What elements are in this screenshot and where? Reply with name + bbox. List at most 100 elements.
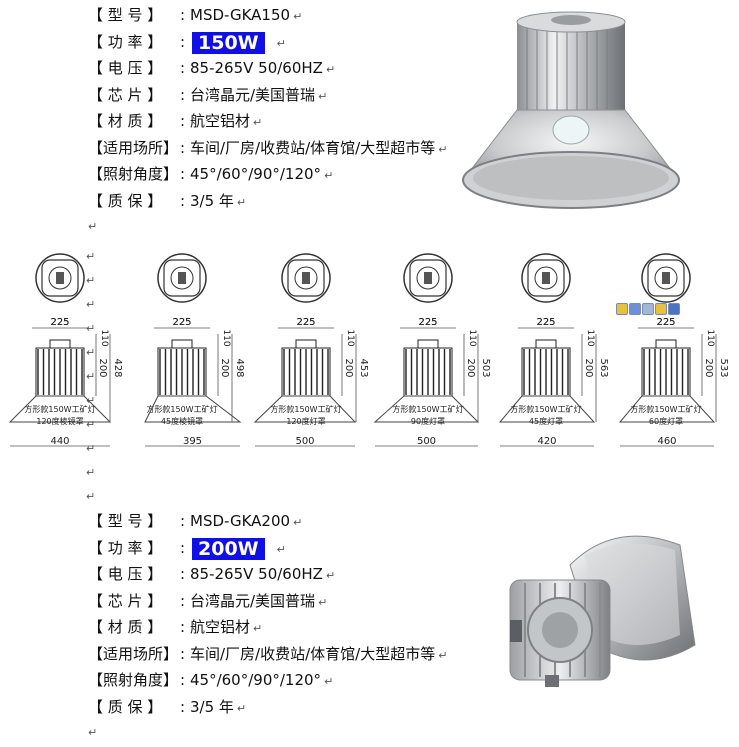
- spec-row: 【 芯 片 】:台湾晶元/美国普瑞↵: [88, 82, 447, 109]
- spec-value-application: 车间/厂房/收费站/体育馆/大型超市等: [190, 644, 436, 663]
- paragraph-mark: ↵: [324, 675, 334, 688]
- diagram-caption-sub: 60度灯罩: [649, 416, 683, 426]
- table-icon[interactable]: [642, 303, 654, 315]
- diagram-5: 225: [498, 253, 597, 423]
- save-icon[interactable]: [629, 303, 641, 315]
- spec-row: 【 芯 片 】:台湾晶元/美国普瑞↵: [88, 588, 447, 615]
- dim-inner-height: 200: [703, 358, 714, 377]
- paragraph-mark: ↵: [325, 569, 336, 582]
- paragraph-mark: ↵: [86, 250, 96, 263]
- diagram-caption-sub: 120度棱镜罩: [36, 416, 83, 426]
- dim-top-width: 225: [50, 317, 69, 328]
- spec-value-chip: 台湾晶元/美国普瑞: [190, 85, 316, 104]
- spec-label: 【 功 率 】: [88, 32, 163, 51]
- dim-body-height: 110: [585, 329, 595, 346]
- paragraph-mark: ↵: [86, 466, 96, 479]
- diagram-2: 225: [144, 253, 242, 423]
- spec-row: ↵: [88, 720, 447, 747]
- dim-total-height: 533: [718, 358, 729, 377]
- paragraph-mark: ↵: [236, 701, 247, 715]
- spec-label: 【 芯 片 】: [88, 591, 163, 610]
- paragraph-mark: ↵: [438, 142, 448, 156]
- spec-row: 【照射角度】:45°/60°/90°/120°↵: [88, 161, 447, 188]
- dim-total-height: 428: [112, 358, 123, 377]
- spec-label: 【照射角度】: [88, 165, 179, 183]
- spec-value-angle: 45°/60°/90°/120°: [190, 165, 322, 183]
- bookmark-icon[interactable]: [668, 303, 680, 315]
- spec-row: 【 电 压 】:85-265V 50/60HZ↵: [88, 55, 447, 82]
- dim-top-width: 225: [418, 317, 437, 328]
- paragraph-mark: ↵: [318, 89, 328, 103]
- link-icon[interactable]: [655, 303, 667, 315]
- spec-row: 【 电 压 】:85-265V 50/60HZ↵: [88, 561, 447, 588]
- paragraph-mark: ↵: [86, 394, 96, 407]
- spec-label: 【 芯 片 】: [88, 85, 163, 104]
- spec-row: 【 材 质 】:航空铝材↵: [88, 614, 447, 641]
- dim-bottom-width: 440: [50, 436, 69, 447]
- spec-value-warranty: 3/5 年: [190, 191, 234, 210]
- paragraph-mark: ↵: [276, 36, 286, 50]
- paragraph-mark: ↵: [236, 195, 247, 209]
- spec-label: 【照射角度】: [88, 671, 179, 689]
- spec-row: 【 功 率 】:150W↵: [88, 29, 447, 56]
- spec-value-application: 车间/厂房/收费站/体育馆/大型超市等: [190, 138, 436, 157]
- dim-total-height: 563: [598, 358, 609, 377]
- spec-value-voltage: 85-265V 50/60HZ: [190, 59, 323, 77]
- dim-top-width: 225: [296, 317, 315, 328]
- paragraph-mark: ↵: [318, 595, 328, 609]
- dim-top-width: 225: [656, 317, 675, 328]
- spec-label: 【 型 号 】: [88, 512, 163, 530]
- spec-value-model: MSD-GKA200: [190, 512, 291, 530]
- spec-value-angle: 45°/60°/90°/120°: [190, 671, 322, 689]
- spec-row: 【适用场所】:车间/厂房/收费站/体育馆/大型超市等↵: [88, 135, 447, 162]
- paragraph-mark: ↵: [86, 346, 96, 359]
- spec-label: 【 电 压 】: [88, 565, 163, 583]
- diagram-caption-sub: 90度灯罩: [411, 416, 445, 426]
- dim-body-height: 110: [467, 329, 477, 346]
- dim-bottom-width: 460: [657, 436, 676, 447]
- spec-label: 【适用场所】: [88, 138, 179, 157]
- paragraph-mark: ↵: [86, 274, 96, 287]
- dim-inner-height: 200: [219, 358, 230, 377]
- diagram-1: 225: [8, 253, 112, 423]
- spec-row: 【 型 号 】:MSD-GKA200↵: [88, 508, 447, 535]
- dim-inner-height: 200: [343, 358, 354, 377]
- diagram-4: 225: [373, 253, 480, 423]
- dim-inner-height: 200: [97, 358, 108, 377]
- dim-bottom-width: 395: [183, 436, 202, 447]
- spec-value-power: 150W: [192, 31, 265, 54]
- dim-top-width: 225: [656, 317, 675, 328]
- dim-bottom-width: 500: [295, 436, 314, 447]
- paragraph-mark: ↵: [86, 298, 96, 311]
- dim-top-width: 225: [418, 317, 437, 328]
- spec-row: 【适用场所】:车间/厂房/收费站/体育馆/大型超市等↵: [88, 641, 447, 668]
- paragraph-mark: ↵: [86, 442, 96, 455]
- spec-label: 【 材 质 】: [88, 112, 163, 130]
- paragraph-mark: ↵: [88, 726, 98, 739]
- spec-block-2: 【 型 号 】:MSD-GKA200↵ 【 功 率 】:200W↵ 【 电 压 …: [88, 508, 447, 747]
- paragraph-mark: ↵: [324, 169, 334, 182]
- dim-top-width: 225: [296, 317, 315, 328]
- diagram-3: 225: [253, 253, 357, 423]
- dim-top-width: 225: [172, 317, 191, 328]
- app-icon[interactable]: [616, 303, 628, 315]
- dim-top-width: 225: [536, 317, 555, 328]
- paragraph-mark: ↵: [86, 370, 96, 383]
- diagram-caption-sub: 45度棱镜罩: [161, 416, 203, 426]
- dim-total-height: 453: [358, 358, 369, 377]
- paragraph-mark: ↵: [253, 116, 263, 129]
- dim-top-width: 225: [50, 317, 69, 328]
- spec-label: 【 型 号 】: [88, 6, 163, 24]
- mini-toolbar: [616, 303, 680, 315]
- dim-inner-height: 200: [583, 358, 594, 377]
- spec-value-voltage: 85-265V 50/60HZ: [190, 565, 323, 583]
- spec-value-chip: 台湾晶元/美国普瑞: [190, 591, 316, 610]
- diagram-caption: 方形款150W工矿灯: [510, 404, 581, 414]
- paragraph-mark: ↵: [438, 648, 448, 662]
- spec-value-material: 航空铝材: [190, 618, 251, 636]
- dim-inner-height: 200: [465, 358, 476, 377]
- dim-top-width: 225: [172, 317, 191, 328]
- spec-row: ↵: [88, 214, 447, 241]
- dim-top-width: 225: [536, 317, 555, 328]
